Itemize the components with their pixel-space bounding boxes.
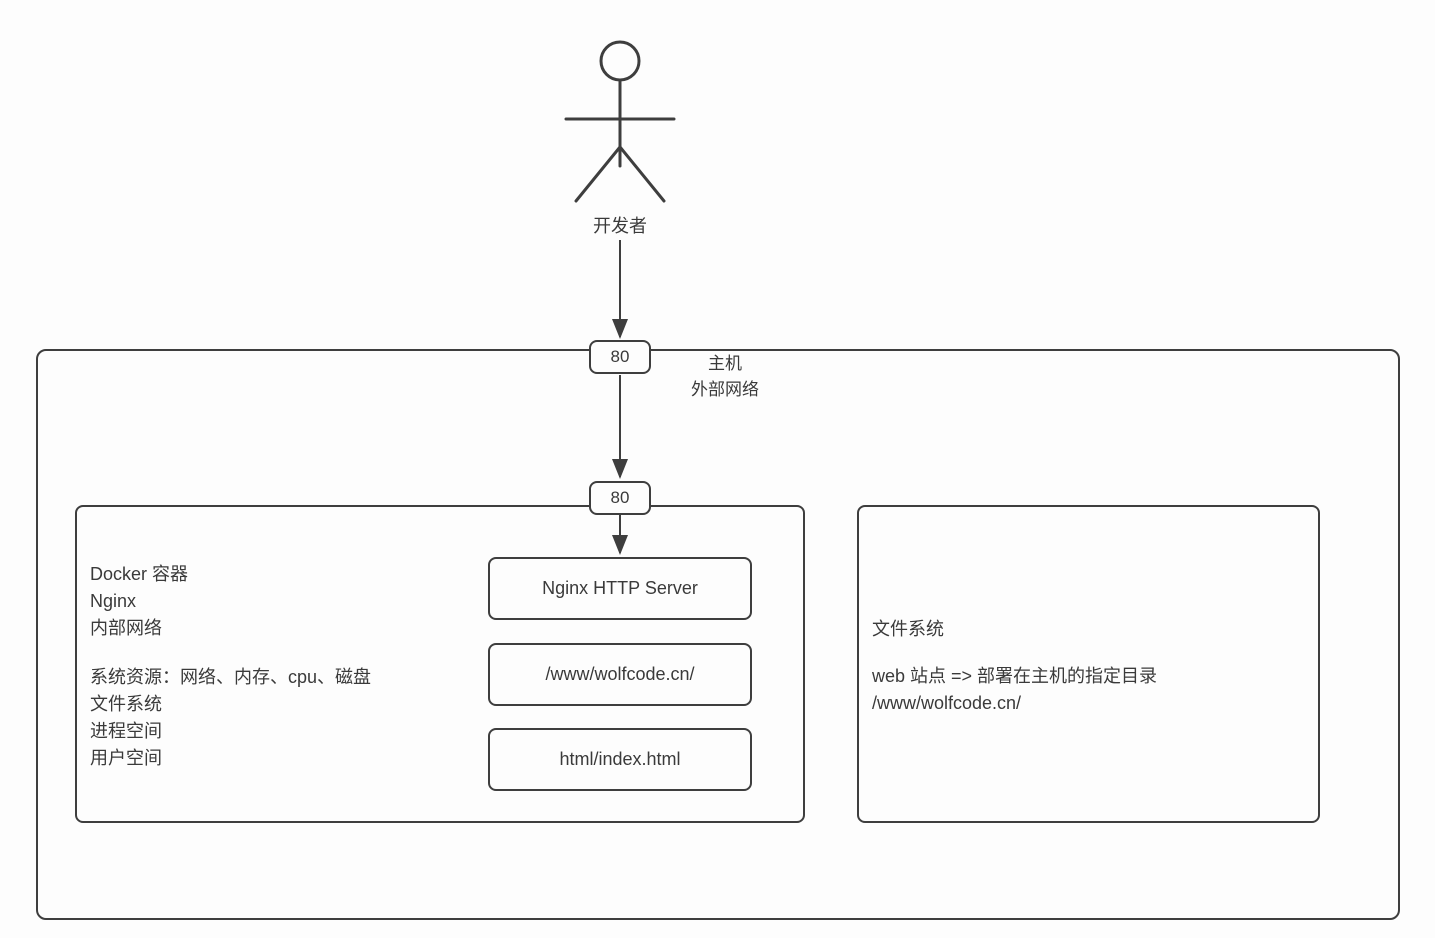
actor-head: [599, 40, 641, 82]
docker-info-top: Docker 容器 Nginx 内部网络: [90, 561, 188, 642]
filesystem-title: 文件系统: [872, 619, 944, 639]
docker-info-bottom: 系统资源：网络、内存、cpu、磁盘 文件系统 进程空间 用户空间: [90, 664, 371, 772]
docker-info-line: 内部网络: [90, 618, 162, 638]
www-directory-node: /www/wolfcode.cn/: [488, 643, 752, 706]
host-label-line1: 主机: [708, 354, 742, 373]
container-port-80-badge: 80: [589, 481, 651, 515]
host-label: 主机 外部网络: [659, 351, 791, 403]
host-box: [36, 349, 1400, 920]
filesystem-description-line2: /www/wolfcode.cn/: [872, 693, 1022, 713]
nginx-server-node: Nginx HTTP Server: [488, 557, 752, 620]
docker-info-line: 进程空间: [90, 721, 162, 741]
host-label-line2: 外部网络: [691, 380, 759, 399]
filesystem-description: web 站点 => 部署在主机的指定目录 /www/wolfcode.cn/: [872, 663, 1157, 717]
filesystem-box: [857, 505, 1320, 823]
filesystem-description-line1: web 站点 => 部署在主机的指定目录: [872, 666, 1158, 686]
docker-container-box: [75, 505, 805, 823]
actor-label: 开发者: [593, 216, 647, 236]
docker-info-line: 系统资源：网络、内存、cpu、磁盘: [90, 667, 372, 687]
actor-leg-right: [618, 145, 666, 203]
developer-actor-icon: [564, 40, 676, 203]
actor-leg-left: [574, 145, 622, 203]
docker-info-line: 用户空间: [90, 748, 162, 768]
host-port-80-badge: 80: [589, 340, 651, 374]
docker-info-line: Nginx: [90, 591, 137, 611]
index-html-node: html/index.html: [488, 728, 752, 791]
docker-info-line: Docker 容器: [90, 564, 189, 584]
docker-info-line: 文件系统: [90, 694, 162, 714]
